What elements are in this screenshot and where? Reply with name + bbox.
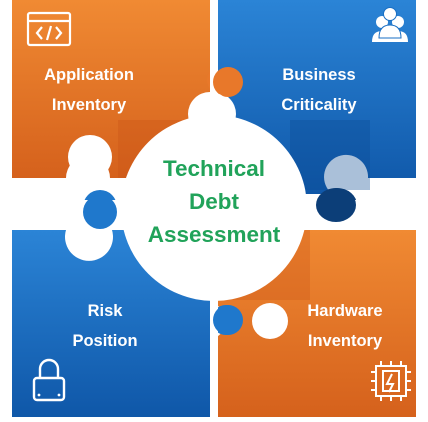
label-line: Inventory <box>307 332 383 350</box>
center-title-line: Technical <box>162 156 266 181</box>
label-line: Criticality <box>281 96 357 114</box>
connector-tab <box>316 188 356 222</box>
label-line: Hardware <box>307 302 383 320</box>
center-title-line: Assessment <box>147 222 281 247</box>
hardware-chip-icon <box>371 361 411 401</box>
right-margin <box>416 0 428 417</box>
connector-tab <box>83 195 117 229</box>
business-criticality-label: Business Criticality <box>244 60 394 120</box>
center-circle <box>121 115 307 301</box>
label-line: Position <box>72 332 138 350</box>
center-title-line: Debt <box>189 189 239 214</box>
label-line: Application <box>44 66 134 84</box>
code-window-icon <box>26 11 72 47</box>
hardware-inventory-label: Hardware Inventory <box>270 296 420 356</box>
label-line: Business <box>282 66 356 84</box>
left-margin <box>0 0 12 417</box>
padlock-icon <box>32 358 66 402</box>
connector-tab <box>213 67 243 97</box>
label-line: Risk <box>87 302 123 320</box>
people-group-icon <box>372 7 408 42</box>
risk-position-label: Risk Position <box>30 296 180 356</box>
application-inventory-label: Application Inventory <box>14 60 164 120</box>
notch <box>68 135 112 179</box>
label-line: Inventory <box>51 96 127 114</box>
notch <box>252 303 288 339</box>
center-title: Technical Debt Assessment <box>128 152 300 251</box>
connector-tab <box>213 305 243 335</box>
